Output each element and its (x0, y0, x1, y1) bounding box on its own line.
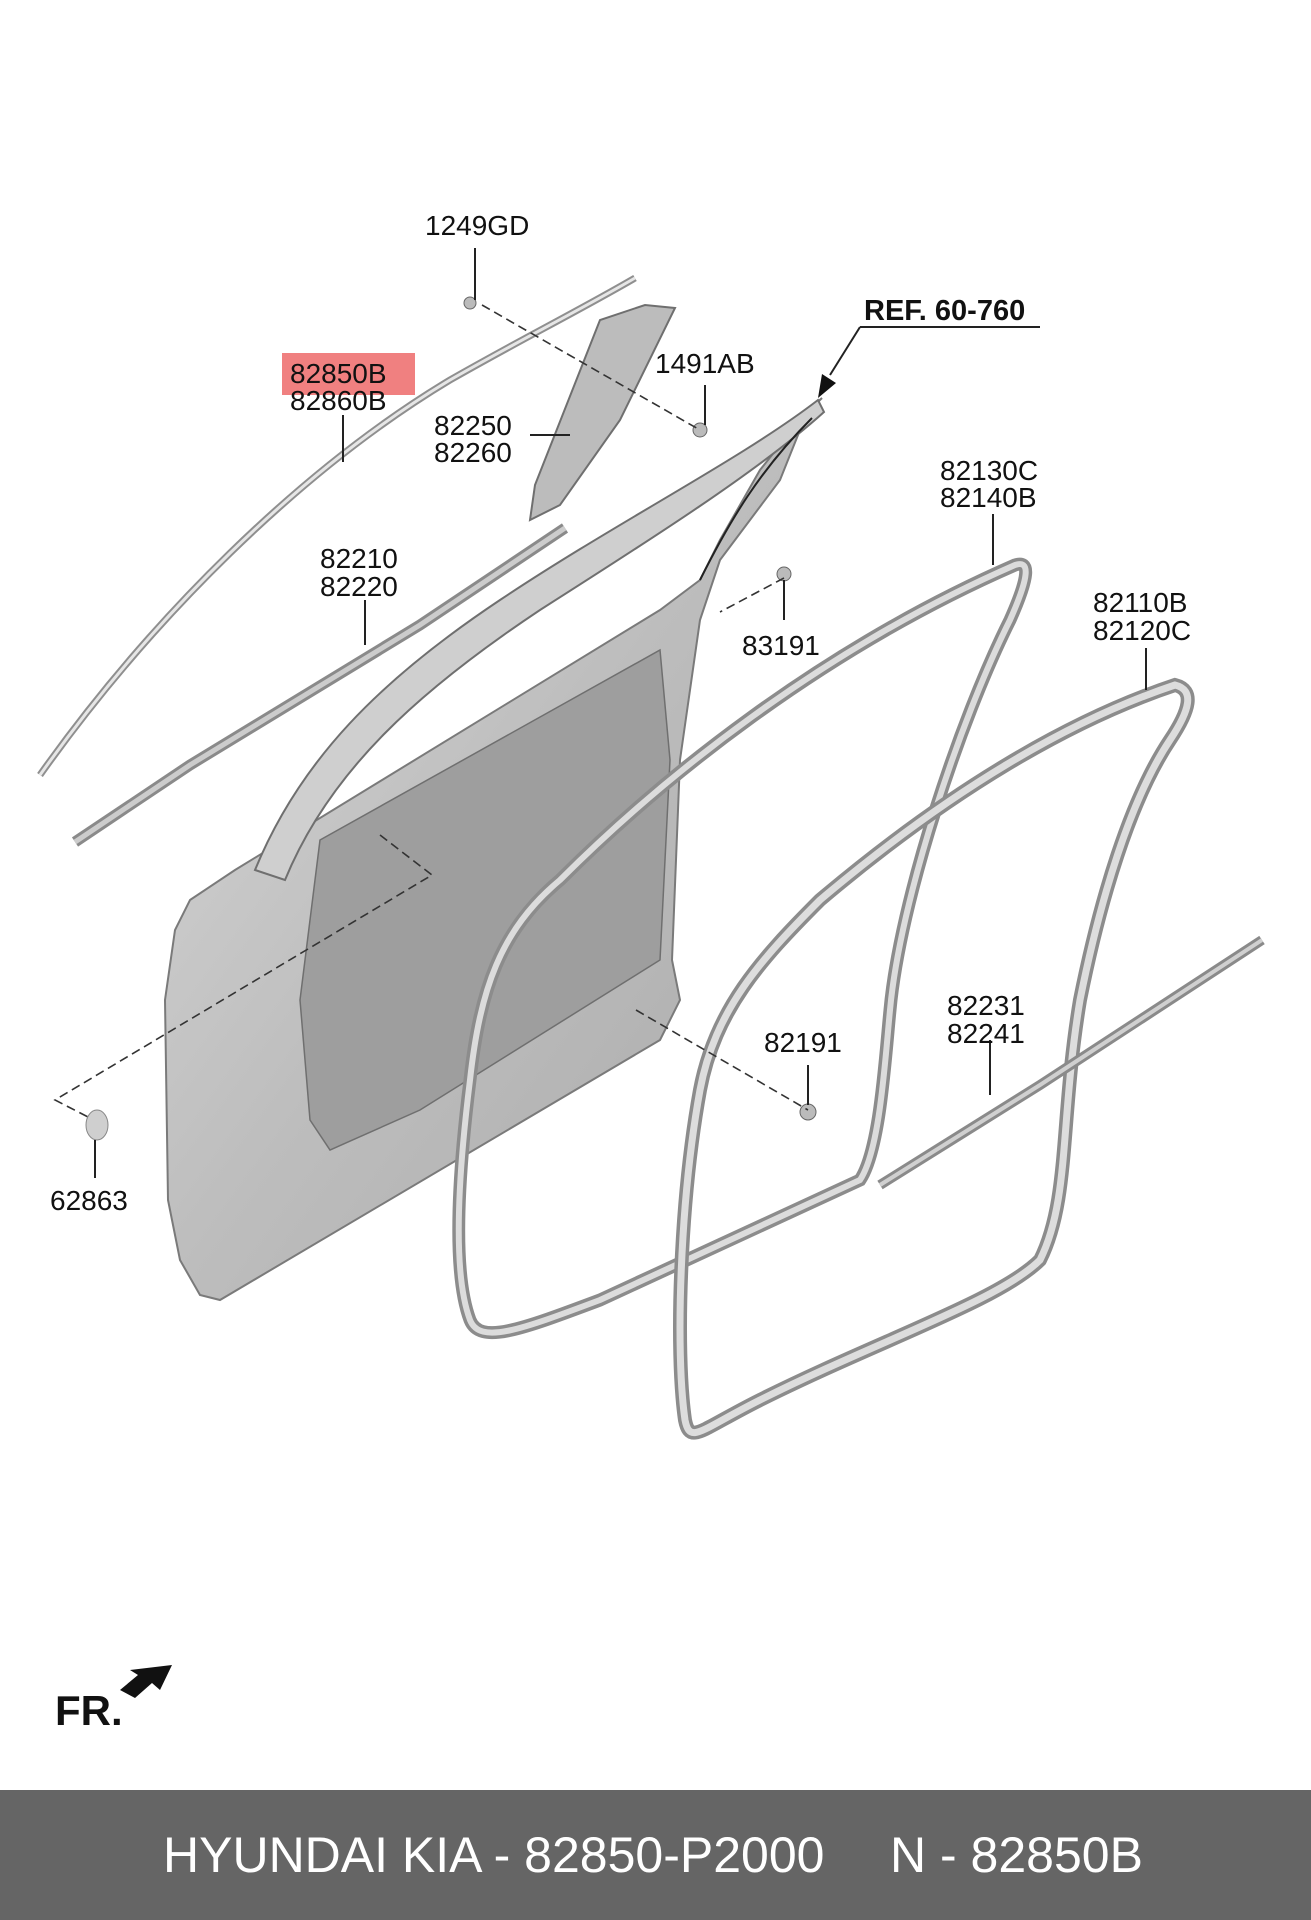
front-arrow-icon (120, 1665, 172, 1698)
label-fr: FR. (55, 1687, 123, 1734)
label-82241: 82241 (947, 1018, 1025, 1049)
label-82231: 82231 (947, 990, 1025, 1021)
label-82120c: 82120C (1093, 615, 1191, 646)
door-frame (163, 397, 826, 1302)
footer-ref-number: N - 82850B (890, 1827, 1143, 1883)
clip-1491ab (692, 422, 708, 438)
label-82220: 82220 (320, 571, 398, 602)
footer-bar: HYUNDAI KIA - 82850-P2000 N - 82850B (0, 1790, 1311, 1920)
label-82860b: 82860B (290, 385, 387, 416)
label-82140b: 82140B (940, 482, 1037, 513)
label-82110b: 82110B (1093, 587, 1187, 618)
footer-part-number: HYUNDAI KIA - 82850-P2000 (163, 1827, 825, 1883)
label-83191: 83191 (742, 630, 820, 661)
clip-82191 (799, 1103, 817, 1121)
parts-diagram: 1249GD REF. 60-760 82850B 82860B 1491AB … (37, 210, 1265, 1734)
label-82191: 82191 (764, 1027, 842, 1058)
label-82250: 82250 (434, 410, 512, 441)
label-62863: 62863 (50, 1185, 128, 1216)
clip-1249gd (463, 296, 477, 310)
label-ref: REF. 60-760 (864, 295, 1025, 327)
label-82260: 82260 (434, 437, 512, 468)
label-1491ab: 1491AB (655, 348, 755, 379)
label-82210: 82210 (320, 543, 398, 574)
cap-62863 (85, 1109, 109, 1141)
garnish (528, 303, 677, 522)
front-direction-marker: FR. (55, 1665, 172, 1734)
label-82130c: 82130C (940, 455, 1038, 486)
highlight-box (282, 353, 415, 395)
label-1249gd: 1249GD (425, 210, 529, 241)
label-82850b: 82850B (290, 358, 387, 389)
